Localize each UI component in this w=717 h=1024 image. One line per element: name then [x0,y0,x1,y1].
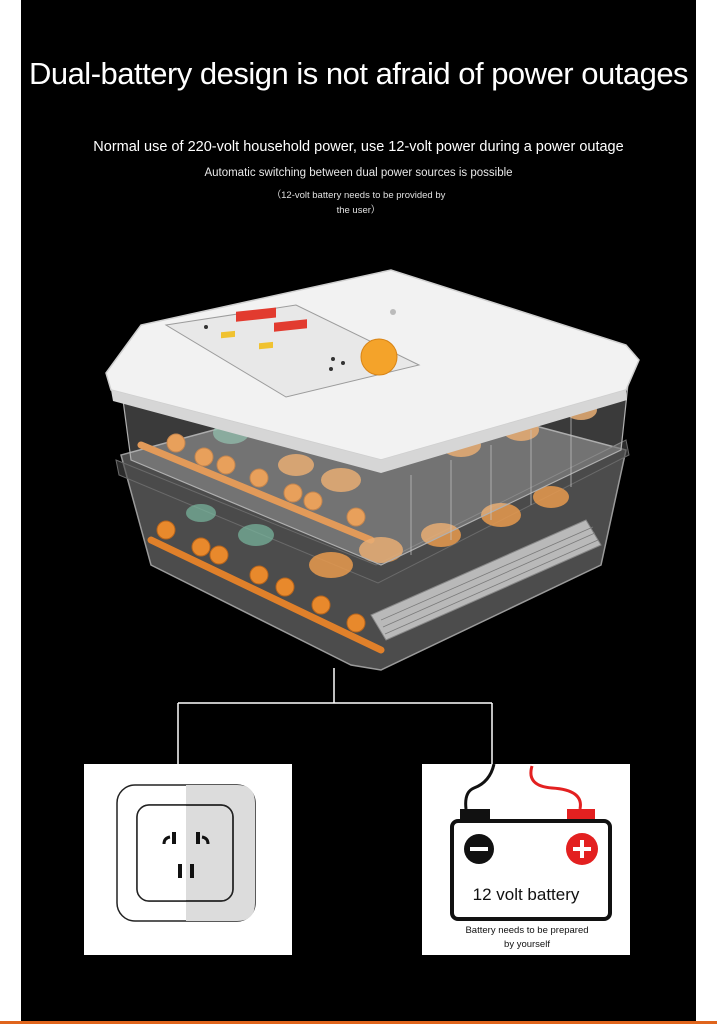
product-panel: Dual-battery design is not afraid of pow… [21,0,696,1024]
battery-card: 12 volt battery Battery needs to be prep… [422,764,630,955]
outlet-card [84,764,292,955]
battery-label: 12 volt battery [472,885,580,904]
headline: Dual-battery design is not afraid of pow… [28,56,689,91]
battery-note: （12-volt battery needs to be provided by… [271,190,446,216]
bottom-accent-strip [0,1021,717,1024]
egg-incubator-image [105,269,640,671]
subtitle: Normal use of 220-volt household power, … [93,139,624,155]
power-outlet-icon [116,784,256,922]
switching-text: Automatic switching between dual power s… [204,167,513,179]
car-battery-icon [450,764,612,921]
battery-caption: Battery needs to be prepared by yourself [465,925,589,950]
